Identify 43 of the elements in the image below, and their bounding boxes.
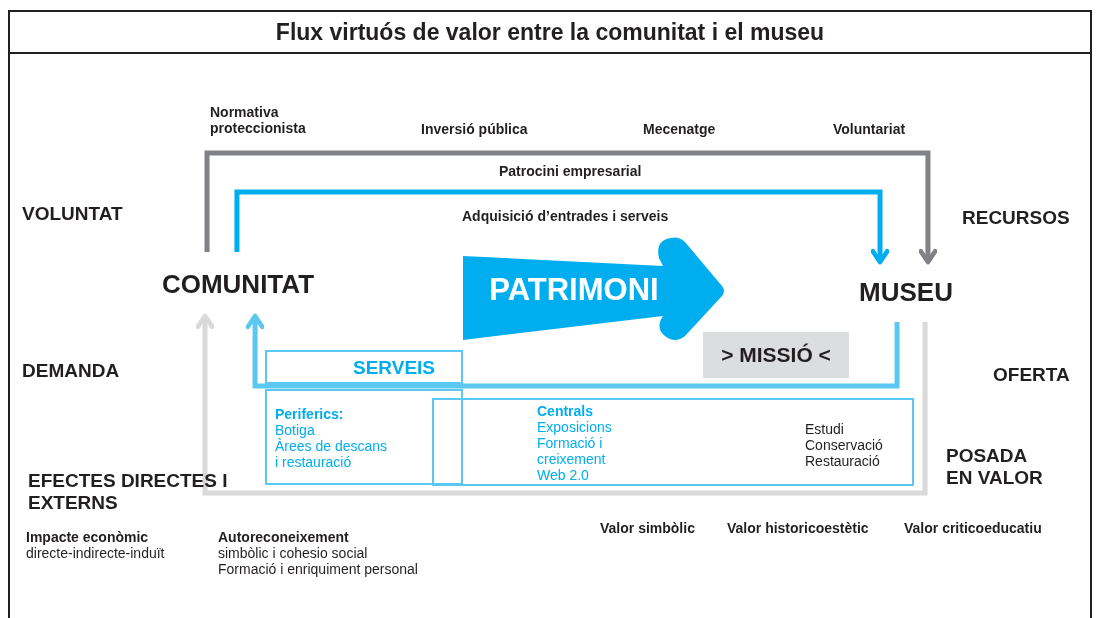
list-heading: Periferics:: [275, 406, 344, 423]
title: Flux virtuós de valor entre la comunitat i el museu: [275, 18, 825, 46]
side-label: VOLUNTAT: [22, 203, 123, 225]
list-item: Botiga: [275, 422, 315, 439]
services-box: [265, 389, 463, 485]
effect-heading: Impacte econòmic: [26, 529, 149, 546]
effect-text: simbòlic i cohesio social: [218, 545, 368, 562]
side-label: POSADA EN VALOR: [946, 445, 1044, 489]
connector-arrow: [204, 150, 938, 265]
section-heading: Centrals: [537, 403, 594, 420]
list-item: Web 2.0: [537, 467, 589, 484]
section-heading: SERVEIS: [353, 357, 436, 379]
effect-text: directe-indirecte-induït: [26, 545, 165, 562]
list-item: Àrees de descans i restauració: [275, 438, 389, 471]
connector-arrow: [234, 189, 890, 265]
value-label: Valor simbòlic: [600, 520, 695, 537]
value-label: Valor criticoeducatiu: [904, 520, 1042, 537]
list-item: Formació i creixement: [537, 435, 607, 468]
services-box: [432, 398, 914, 486]
side-label: EFECTES DIRECTES I EXTERNS: [28, 470, 229, 514]
node-label: COMUNITAT: [150, 252, 326, 316]
flow-label: Patrocini empresarial: [499, 163, 642, 180]
flow-label: Adquisició d’entrades i serveis: [462, 208, 669, 225]
list-item: Conservació: [805, 437, 883, 454]
flow-label: Inversió pública: [421, 121, 528, 138]
services-box: [265, 350, 463, 384]
connector-arrow: [195, 313, 928, 496]
side-label: DEMANDA: [22, 360, 120, 382]
flow-label: Normativa proteccionista: [210, 104, 307, 137]
node-label: MUSEU: [850, 262, 962, 322]
mission-box: > MISSIÓ <: [703, 332, 849, 378]
value-label: Valor historicoestètic: [727, 520, 869, 537]
effect-heading: Autoreconeixement: [218, 529, 349, 546]
list-item: Restauració: [805, 453, 880, 470]
connector-arrow: [245, 313, 900, 389]
list-item: Exposicions: [537, 419, 612, 436]
list-item: Estudi: [805, 421, 844, 438]
effect-text: Formació i enriquiment personal: [218, 561, 418, 578]
flow-label: Voluntariat: [833, 121, 906, 138]
flow-label: Mecenatge: [643, 121, 716, 138]
side-label: RECURSOS: [962, 207, 1070, 229]
side-label: OFERTA: [993, 364, 1070, 386]
arrow-label: PATRIMONI: [489, 272, 659, 308]
